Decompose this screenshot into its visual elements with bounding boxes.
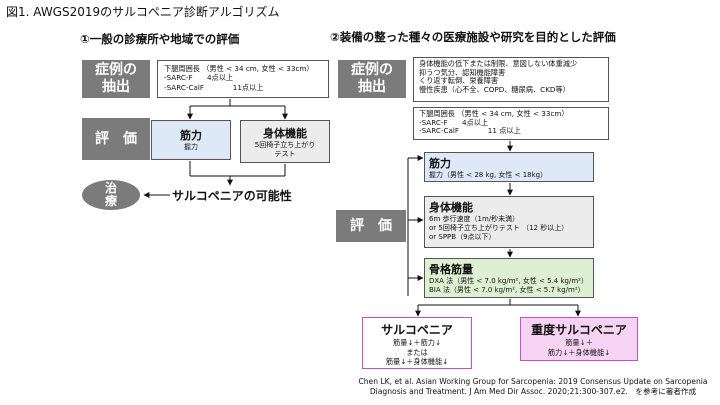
citation: Chen LK, et al. Asian Working Group for … — [358, 377, 708, 396]
sarcopenia-title: サルコペニア — [381, 323, 453, 337]
sarcopenia-detail: 筋量↓＋筋力↓ または 筋量↓＋身体機能↓ — [385, 338, 449, 367]
right-muscle-strength-title: 筋力 — [429, 157, 451, 170]
right-screening-criteria: 下腿周囲長 （男性 < 34 cm, 女性 < 33cm） -SARC-F 4点… — [413, 107, 609, 140]
left-muscle-strength-title: 筋力 — [180, 129, 202, 142]
right-muscle-strength-detail: 握力（男性 < 28 kg, 女性 < 18kg） — [429, 171, 548, 179]
right-muscle-mass-detail: DXA 法（男性 < 7.0 kg/m², 女性 < 5.4 kg/m²） BI… — [429, 277, 588, 295]
right-physical-function-detail: 6m 歩行速度（1m/秒未満） or 5回椅子立ち上がりテスト （12 秒以上）… — [429, 215, 569, 242]
left-treatment-label: 治 療 — [82, 180, 140, 210]
left-physical-function-title: 身体機能 — [263, 127, 307, 140]
figure-title: 図1. AWGS2019のサルコペニア診断アルゴリズム — [6, 5, 280, 19]
right-muscle-mass-title: 骨格筋量 — [429, 263, 473, 276]
right-heading: ②装備の整った種々の医療施設や研究を目的とした評価 — [330, 30, 616, 44]
right-clinical-conditions: 身体機能の低下または制限、意図しない体重減少 抑うつ気分、認知機能障害 くり返す… — [413, 57, 609, 102]
sarcopenia-box: サルコペニア 筋量↓＋筋力↓ または 筋量↓＋身体機能↓ — [362, 317, 472, 369]
severe-sarcopenia-title: 重度サルコペニア — [531, 323, 627, 337]
left-possible-sarcopenia: サルコペニアの可能性 — [172, 189, 292, 203]
right-case-finding-label: 症例の 抽出 — [338, 60, 406, 98]
left-muscle-strength-detail: 握力 — [184, 143, 198, 151]
severe-sarcopenia-box: 重度サルコペニア 筋量↓＋ 筋力↓＋身体機能↓ — [520, 317, 638, 361]
left-heading: ①一般の診療所や地域での評価 — [80, 32, 240, 46]
right-assessment-label: 評 価 — [336, 210, 406, 242]
right-muscle-strength-box: 筋力 握力（男性 < 28 kg, 女性 < 18kg） — [424, 152, 594, 182]
left-physical-function-box: 身体機能 5回椅子立ち上がり テスト — [240, 120, 330, 163]
left-muscle-strength-box: 筋力 握力 — [151, 120, 231, 160]
left-assessment-label: 評 価 — [82, 118, 150, 160]
right-physical-function-title: 身体機能 — [429, 201, 473, 214]
left-case-finding-label: 症例の 抽出 — [82, 60, 150, 98]
right-muscle-mass-box: 骨格筋量 DXA 法（男性 < 7.0 kg/m², 女性 < 5.4 kg/m… — [424, 258, 594, 298]
right-physical-function-box: 身体機能 6m 歩行速度（1m/秒未満） or 5回椅子立ち上がりテスト （12… — [424, 196, 594, 248]
left-case-finding-criteria: 下腿周囲長 （男性 < 34 cm, 女性 < 33cm） -SARC-F 4点… — [157, 60, 329, 98]
left-physical-function-detail: 5回椅子立ち上がり テスト — [254, 141, 316, 159]
severe-sarcopenia-detail: 筋量↓＋ 筋力↓＋身体機能↓ — [547, 338, 611, 357]
